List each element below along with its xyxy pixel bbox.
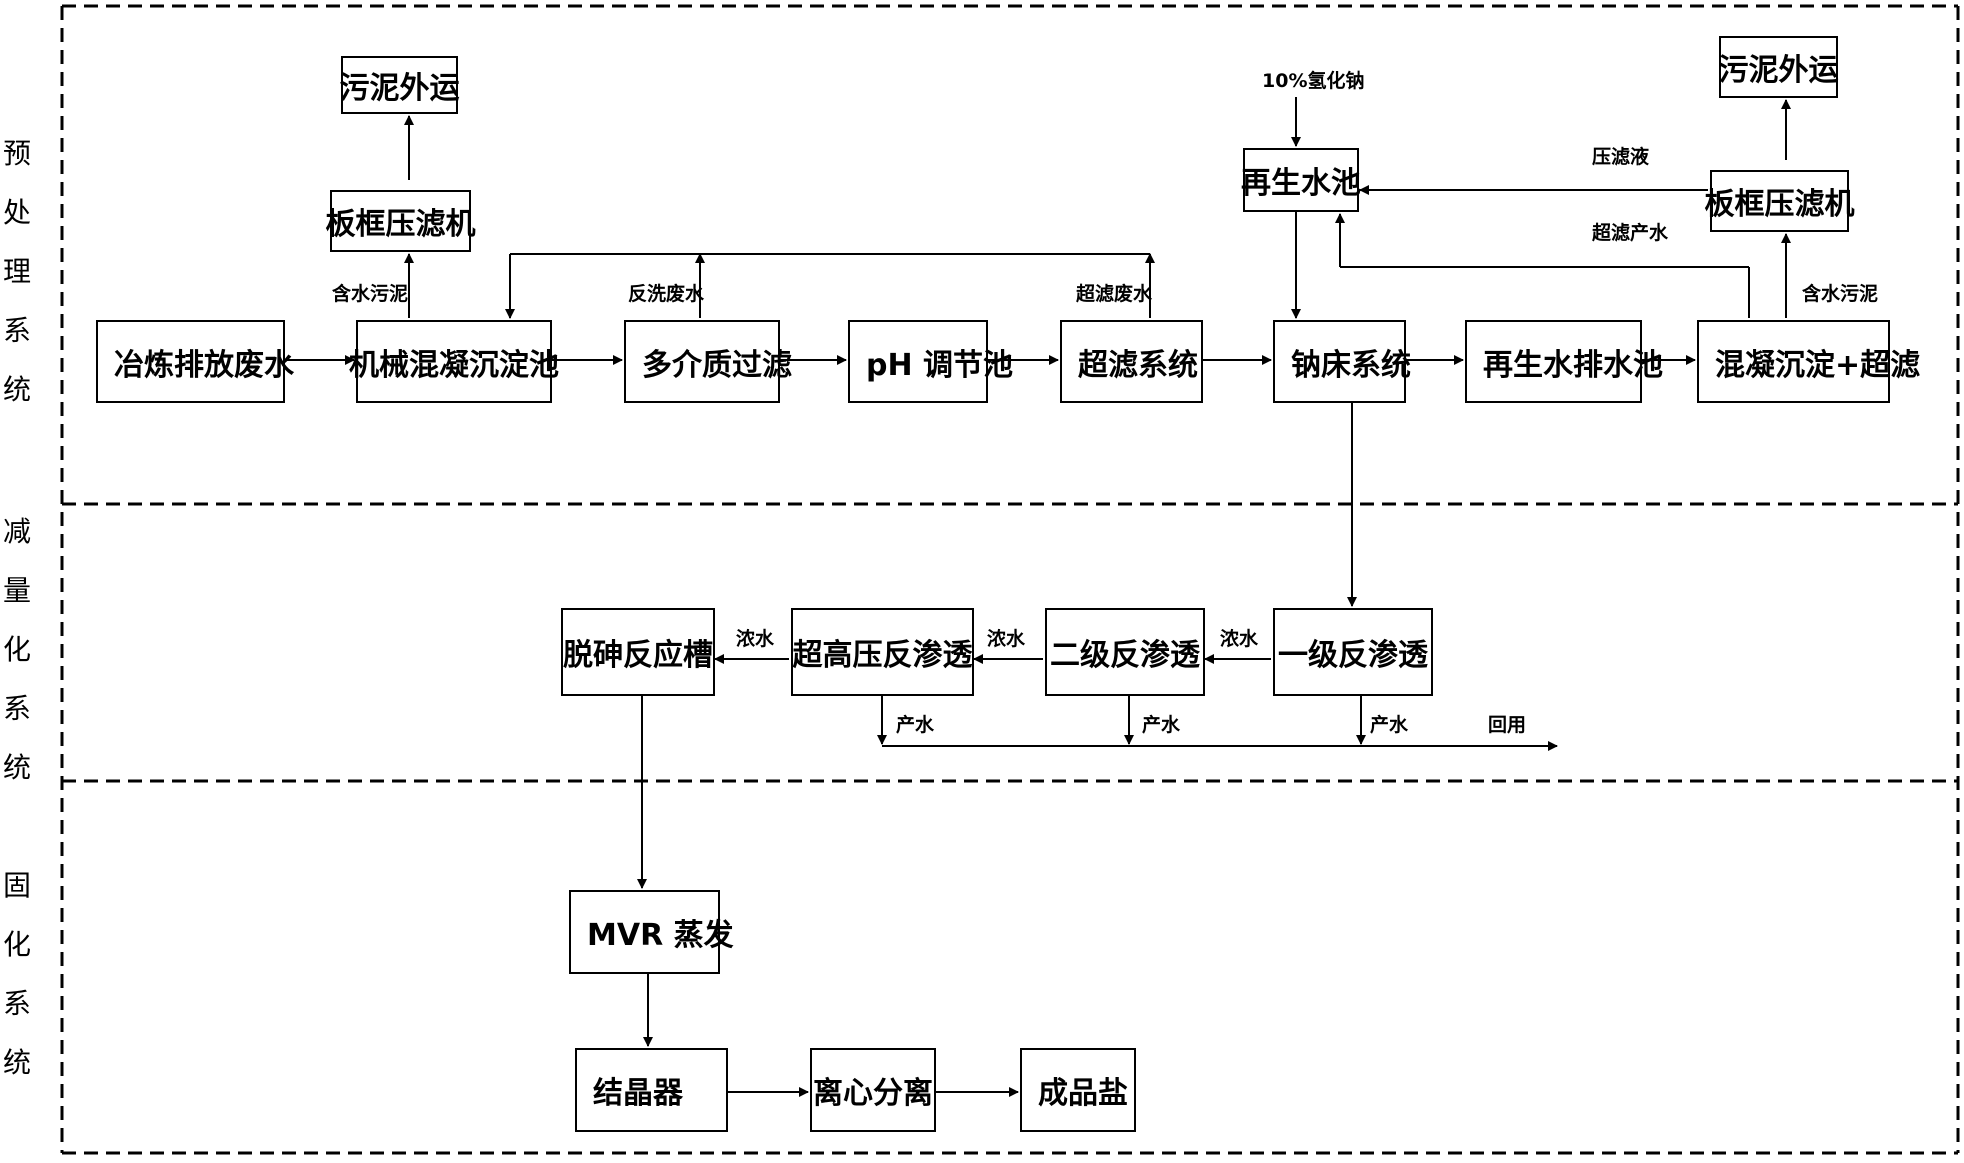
node-smelt-wastewater: 冶炼排放废水 <box>96 320 294 403</box>
node-uf-system: 超滤系统 <box>1060 320 1203 403</box>
label-wet-sludge-1: 含水污泥 <box>332 283 409 305</box>
label-filtrate: 压滤液 <box>1592 146 1650 168</box>
node-ro-2: 二级反渗透 <box>1045 608 1205 696</box>
label-product-3: 产水 <box>896 714 935 736</box>
label-uf-product: 超滤产水 <box>1592 222 1669 244</box>
label-backwash: 反洗废水 <box>628 283 705 305</box>
node-crystallizer: 结晶器 <box>575 1048 728 1132</box>
node-uhpro: 超高压反渗透 <box>791 608 974 696</box>
label-concentrate-3: 浓水 <box>736 628 775 650</box>
node-sludge-out-2: 污泥外运 <box>1719 36 1839 98</box>
section-label-solidify: 固化系统 <box>2 869 31 1079</box>
label-concentrate-1: 浓水 <box>1220 628 1259 650</box>
label-product-1: 产水 <box>1370 714 1409 736</box>
section-label-reduction: 减量化系统 <box>2 515 31 784</box>
label-concentrate-2: 浓水 <box>987 628 1026 650</box>
node-dearsenic: 脱砷反应槽 <box>561 608 715 696</box>
section-label-pretreat: 预处理系统 <box>2 137 31 406</box>
label-uf-waste: 超滤废水 <box>1076 283 1153 305</box>
label-naoh: 10%氢化钠 <box>1262 70 1365 92</box>
node-ro-1: 一级反渗透 <box>1273 608 1433 696</box>
node-regen-tank: 再生水池 <box>1241 148 1361 212</box>
node-filter-press-1: 板框压滤机 <box>326 190 476 252</box>
node-mech-coag-tank: 机械混凝沉淀池 <box>349 320 559 403</box>
section-frames <box>60 4 1960 1155</box>
node-multimedia-filter: 多介质过滤 <box>624 320 792 403</box>
label-reuse: 回用 <box>1488 714 1527 736</box>
node-salt: 成品盐 <box>1020 1048 1136 1132</box>
node-sludge-out-1: 污泥外运 <box>340 56 460 114</box>
node-regen-drain-tank: 再生水排水池 <box>1465 320 1663 403</box>
node-filter-press-2: 板框压滤机 <box>1705 170 1855 232</box>
label-wet-sludge-2: 含水污泥 <box>1802 283 1879 305</box>
node-mvr: MVR 蒸发 <box>569 890 734 974</box>
node-coag-uf: 混凝沉淀+超滤 <box>1697 320 1920 403</box>
node-ph-tank: pH 调节池 <box>848 320 1013 403</box>
node-centrifuge: 离心分离 <box>810 1048 936 1132</box>
node-sodium-bed: 钠床系统 <box>1273 320 1411 403</box>
label-product-2: 产水 <box>1142 714 1181 736</box>
